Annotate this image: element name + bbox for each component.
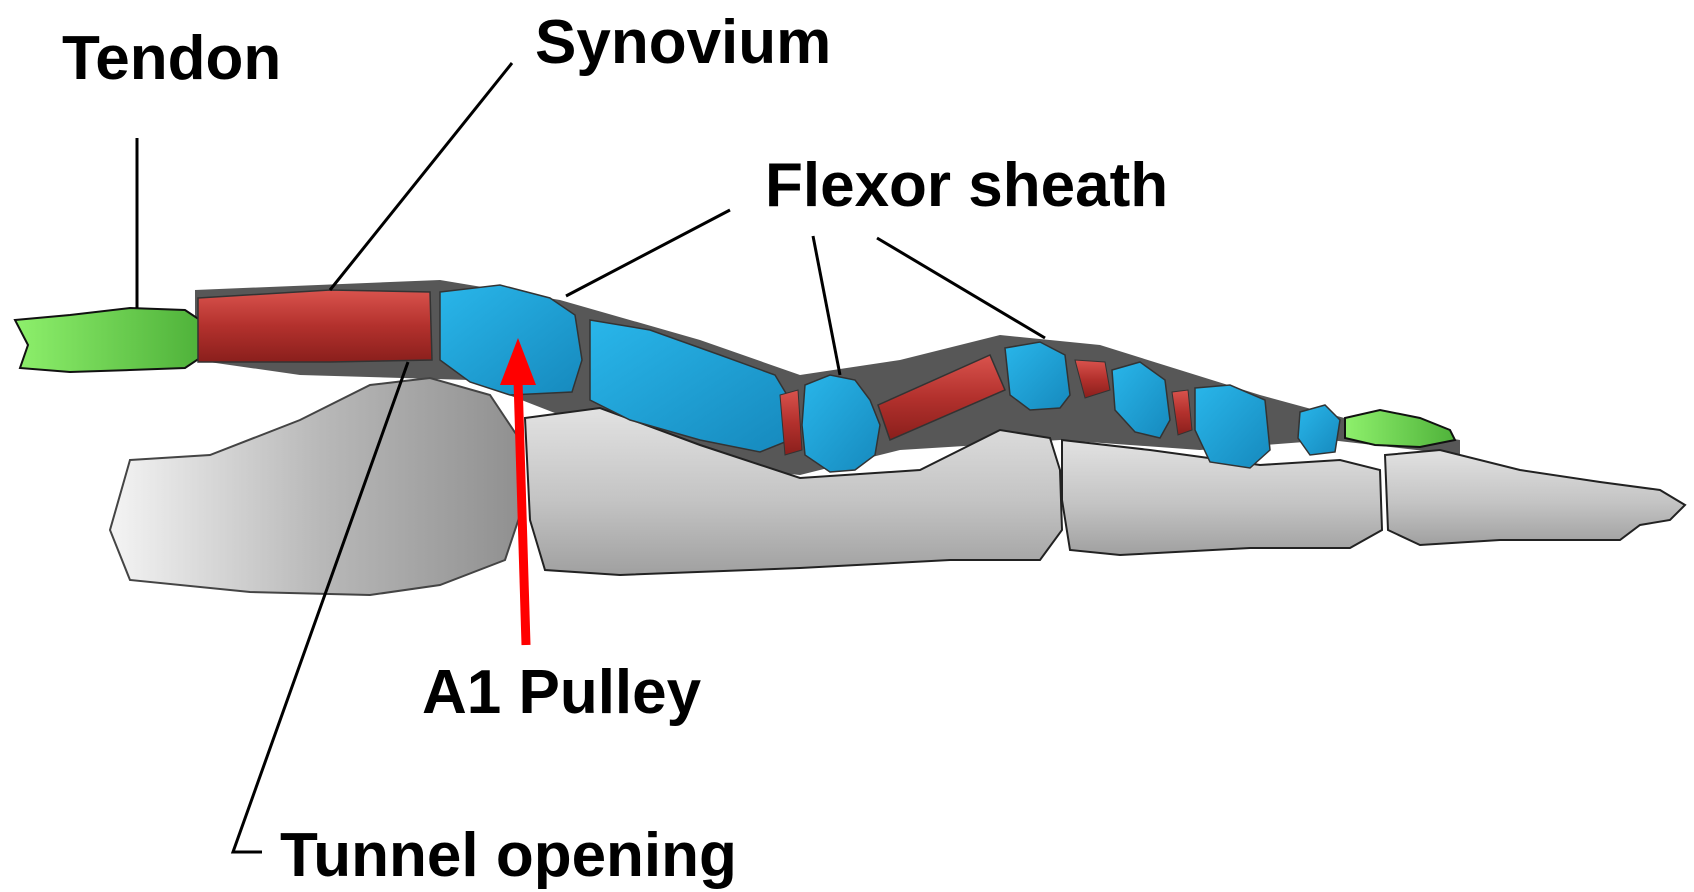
flexor-sheath-leader-line-2 bbox=[813, 236, 840, 375]
synovium-leader-line bbox=[330, 63, 512, 290]
distal-phalanx bbox=[1385, 450, 1685, 545]
tendon-label: Tendon bbox=[62, 28, 281, 90]
flexor-sheath-segment-6 bbox=[1195, 385, 1270, 468]
synovium-proximal bbox=[198, 290, 432, 362]
flexor-sheath-leader-line-1 bbox=[566, 210, 730, 296]
synovium-label: Synovium bbox=[535, 12, 831, 74]
flexor-sheath-segment-7 bbox=[1298, 405, 1340, 455]
flexor-sheath-leader-line-3 bbox=[877, 238, 1045, 338]
metacarpal-head bbox=[110, 378, 525, 595]
flexor-sheath-label: Flexor sheath bbox=[765, 155, 1168, 217]
tunnel-opening-label: Tunnel opening bbox=[280, 825, 737, 887]
tendon-right bbox=[1345, 410, 1455, 447]
a1-pulley-label: A1 Pulley bbox=[422, 662, 701, 724]
tendon-left bbox=[15, 308, 200, 372]
